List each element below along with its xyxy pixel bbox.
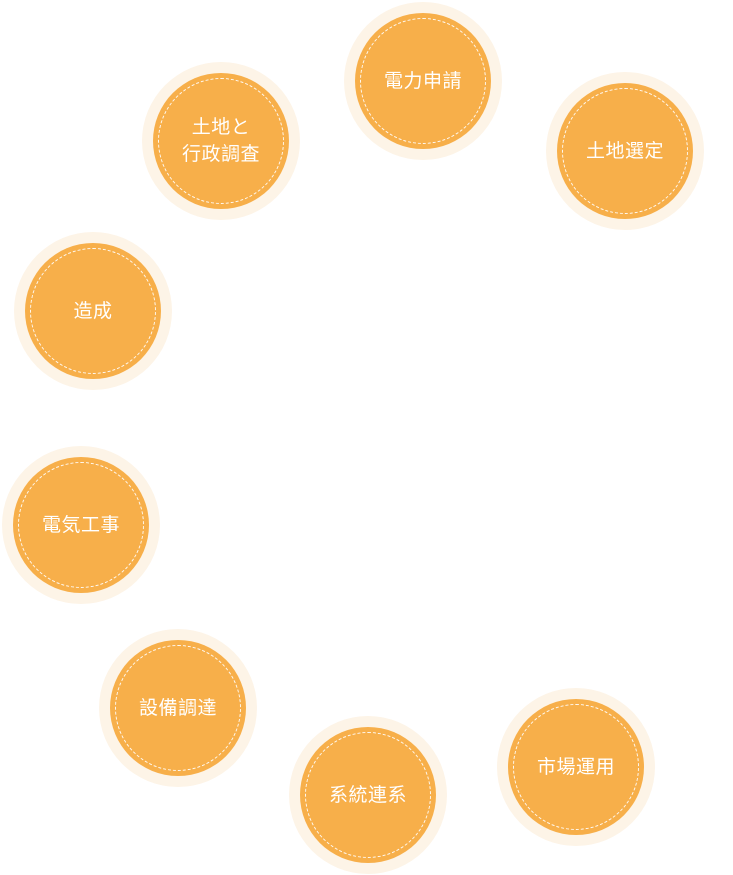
dashed-ring: [513, 704, 639, 830]
dashed-ring: [18, 462, 144, 588]
step-label: 電気工事: [41, 513, 120, 536]
step-label: 設備調達: [138, 696, 217, 719]
step-circle: 電力申請: [355, 13, 491, 149]
step-electrical-work: 電気工事: [2, 446, 160, 604]
step-power-application: 電力申請: [344, 2, 502, 160]
step-label: 土地選定: [585, 139, 664, 162]
step-circle: 造成: [25, 243, 161, 379]
dashed-ring: [305, 732, 431, 858]
step-circle: 系統連系: [300, 727, 436, 863]
dashed-ring: [158, 78, 284, 204]
step-circle: 設備調達: [110, 640, 246, 776]
step-circle: 土地と 行政調査: [153, 73, 289, 209]
step-equipment-procurement: 設備調達: [99, 629, 257, 787]
step-label: 系統連系: [328, 783, 407, 806]
step-site-preparation: 造成: [14, 232, 172, 390]
step-label: 市場運用: [536, 755, 615, 778]
step-circle: 電気工事: [13, 457, 149, 593]
dashed-ring: [115, 645, 241, 771]
dashed-ring: [30, 248, 156, 374]
step-site-selection: 土地選定: [546, 72, 704, 230]
step-grid-connection: 系統連系: [289, 716, 447, 874]
step-label: 造成: [73, 299, 113, 322]
step-label: 土地と 行政調査: [181, 116, 260, 165]
step-land-and-administrative-survey: 土地と 行政調査: [142, 62, 300, 220]
dashed-ring: [360, 18, 486, 144]
step-circle: 市場運用: [508, 699, 644, 835]
step-circle: 土地選定: [557, 83, 693, 219]
dashed-ring: [562, 88, 688, 214]
step-market-operation: 市場運用: [497, 688, 655, 846]
step-label: 電力申請: [383, 69, 462, 92]
